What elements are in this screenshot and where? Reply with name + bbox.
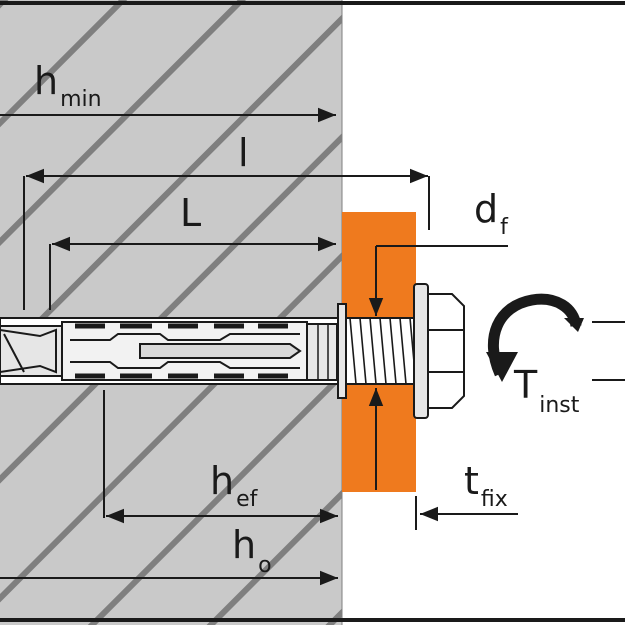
label-L: L xyxy=(180,191,201,235)
label-l: l xyxy=(238,131,249,175)
washer xyxy=(337,303,347,399)
hex-bolt-head-icon xyxy=(413,283,465,419)
label-d-f: df xyxy=(474,187,509,240)
bolt-shank xyxy=(345,317,419,385)
label-h-min: hmin xyxy=(34,59,102,112)
label-t-fix: tfix xyxy=(464,459,508,512)
anchor-body xyxy=(0,317,346,385)
label-T-inst: Tinst xyxy=(513,363,580,418)
curved-torque-arrow-icon xyxy=(486,293,625,382)
label-h-ef: hef xyxy=(210,459,259,512)
label-h-o: ho xyxy=(232,523,272,578)
